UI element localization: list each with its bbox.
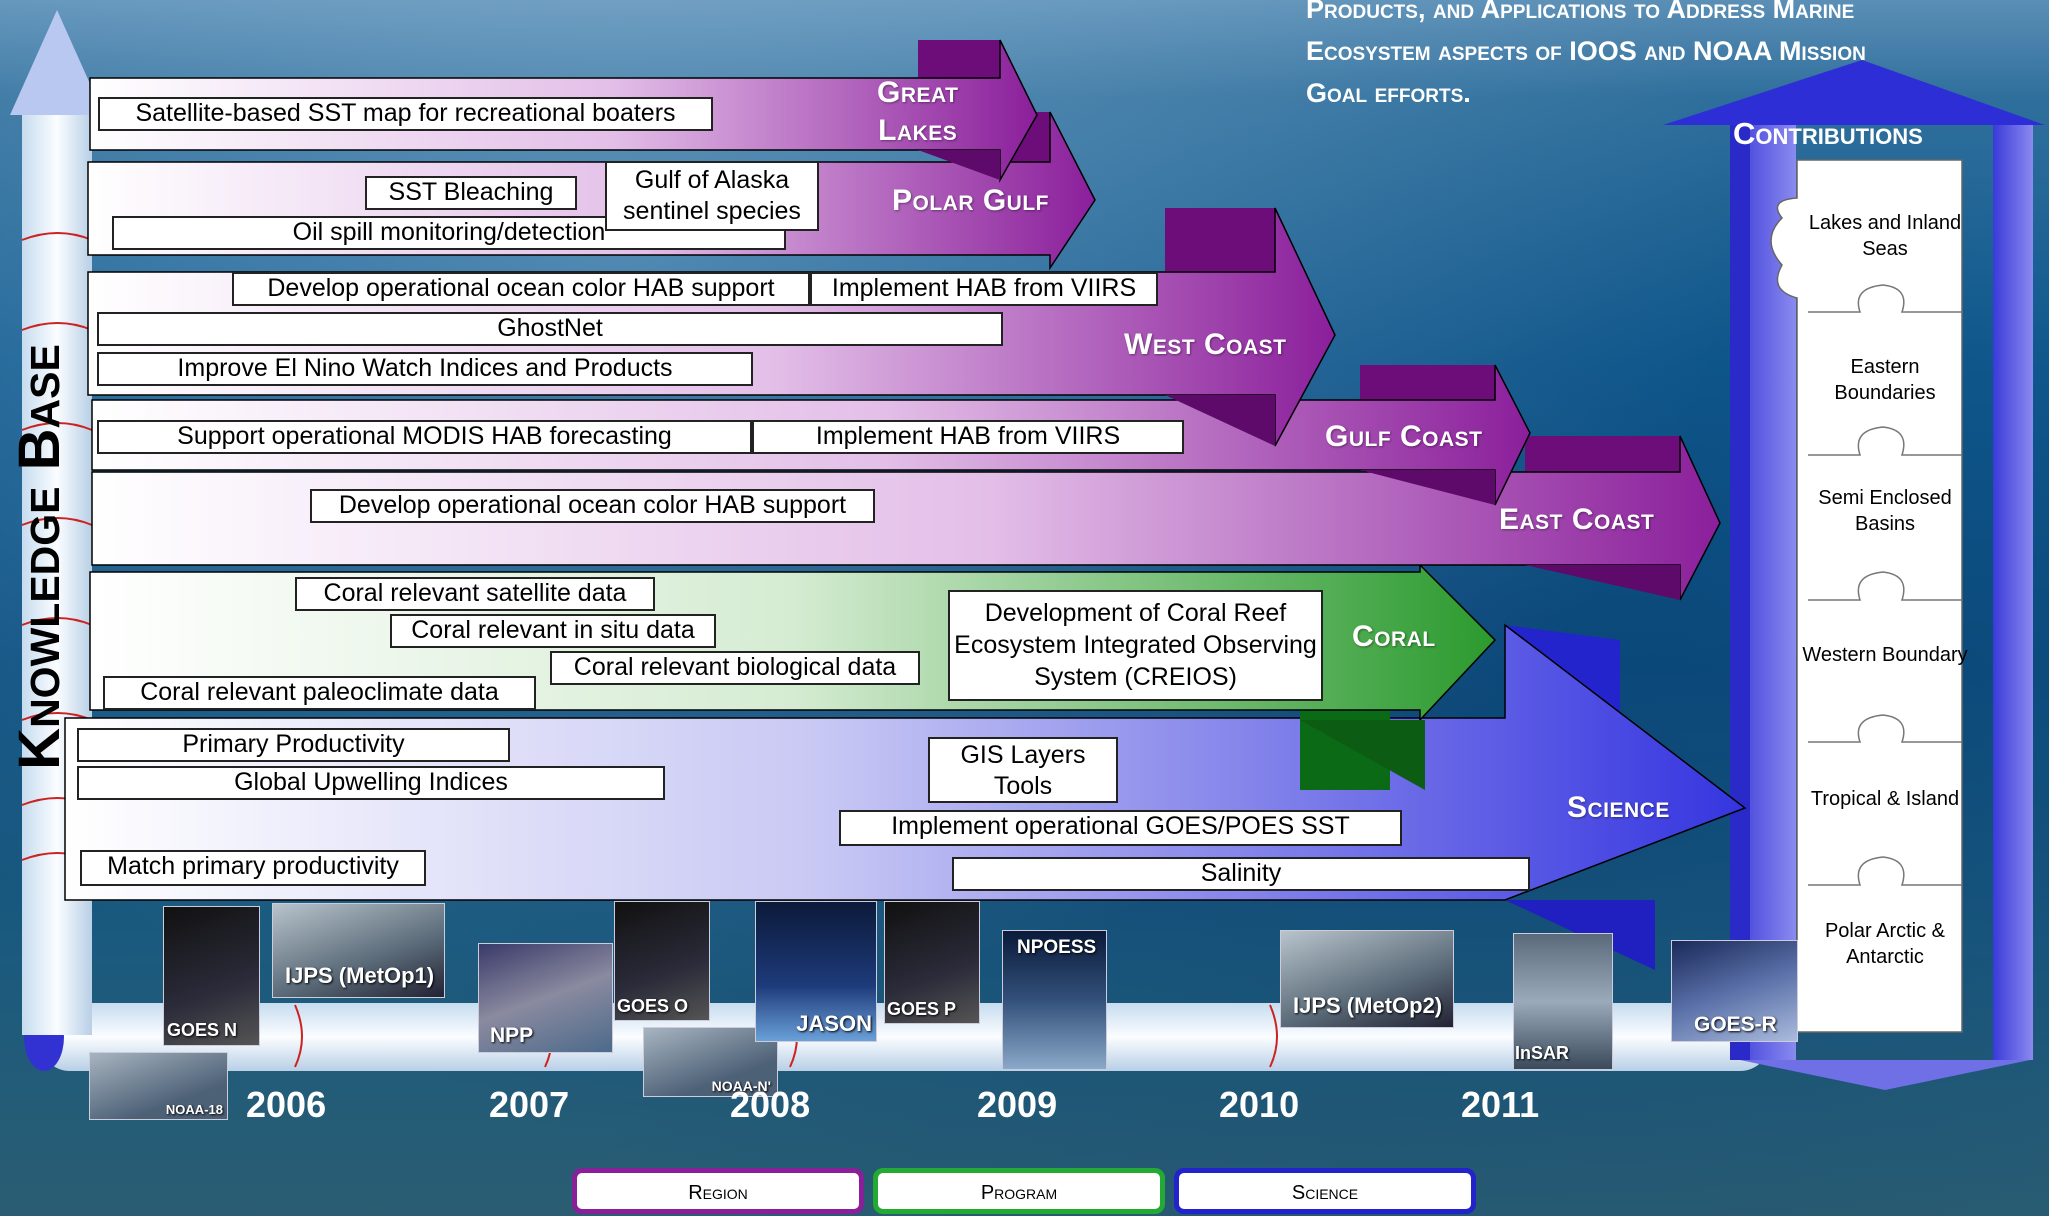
slide-header: Products, and Applications to Address Ma… [1306,0,1866,114]
science-item-goes-poes-sst: Implement operational GOES/POES SST [839,810,1402,846]
satellite-npoess: NPOESS [1002,930,1107,1070]
west-coast-title: West Coast [1124,328,1287,361]
west-coast-item-ocean-color-hab: Develop operational ocean color HAB supp… [232,272,810,306]
polar-gulf-item-sst-bleaching: SST Bleaching [365,176,577,210]
contribution-semi-enclosed: Semi Enclosed Basins [1818,487,1952,535]
satellite-noaa-n-prime-label: NOAA-N' [711,1078,771,1094]
coral-title: Coral [1352,620,1436,653]
contribution-polar: Polar Arctic & Antarctic [1824,920,1946,968]
gulf-coast-title: Gulf Coast [1325,420,1483,453]
contribution-tropical: Tropical & Island [1810,788,1960,810]
coral-item-paleoclimate-data: Coral relevant paleoclimate data [103,676,536,710]
satellite-npp-label: NPP [490,1024,534,1047]
coral-item-creios: Development of Coral Reef Ecosystem Inte… [948,590,1323,701]
satellite-goes-r: GOES-R [1671,940,1798,1042]
satellite-noaa-18: NOAA-18 [89,1052,228,1120]
satellite-goes-n: GOES N [163,906,260,1046]
year-2006: 2006 [246,1084,327,1125]
science-item-upwelling-indices: Global Upwelling Indices [77,766,665,800]
satellite-goes-r-label: GOES-R [1694,1013,1777,1036]
coral-item-satellite-data: Coral relevant satellite data [295,577,655,611]
year-2010: 2010 [1219,1084,1300,1125]
year-2009: 2009 [977,1084,1058,1125]
science-title: Science [1567,791,1670,824]
coral-item-biological-data: Coral relevant biological data [550,651,920,685]
science-item-salinity: Salinity [952,857,1530,891]
satellite-ijps-metop2-label: IJPS (MetOp2) [1293,993,1443,1018]
header-line-2: Ecosystem aspects of IOOS and NOAA Missi… [1306,36,1866,66]
legend-program: Program [873,1168,1165,1214]
great-lakes-title-line-1: Great [877,76,959,109]
great-lakes-title: Great Lakes [877,74,958,150]
satellite-ijps-metop1-label: IJPS (MetOp1) [285,963,435,988]
west-coast-item-ghostnet: GhostNet [97,312,1003,346]
header-line-3: Goal efforts. [1306,78,1471,108]
satellite-ijps-metop2: IJPS (MetOp2) [1280,930,1454,1028]
science-item-gis-layers: GIS Layers Tools [928,737,1118,803]
satellite-goes-o: GOES O [614,901,710,1021]
coral-item-in-situ-data: Coral relevant in situ data [390,614,716,648]
contribution-eastern-boundaries: Eastern Boundaries [1834,356,1936,404]
year-2011: 2011 [1461,1084,1540,1125]
great-lakes-title-line-2: Lakes [878,114,958,147]
gulf-coast-item-modis-hab: Support operational MODIS HAB forecastin… [97,420,752,454]
satellite-jason: JASON [755,901,877,1042]
east-coast-title: East Coast [1499,503,1655,536]
year-2007: 2007 [489,1084,570,1125]
science-item-match-productivity: Match primary productivity [80,850,426,886]
polar-gulf-item-sentinel-species: Gulf of Alaska sentinel species [605,161,819,231]
satellite-goes-n-label: GOES N [167,1020,238,1040]
satellite-jason-label: JASON [796,1011,872,1036]
west-coast-item-hab-viirs: Implement HAB from VIIRS [810,272,1158,306]
science-item-primary-productivity: Primary Productivity [77,728,510,762]
east-coast-item-ocean-color-hab: Develop operational ocean color HAB supp… [310,489,875,523]
year-2008: 2008 [730,1084,811,1125]
satellite-ijps-metop1: IJPS (MetOp1) [272,903,445,998]
header-line-1: Products, and Applications to Address Ma… [1306,0,1855,24]
satellite-goes-p-label: GOES P [887,999,957,1019]
satellite-npp: NPP [478,943,613,1053]
satellite-npoess-label: NPOESS [1017,937,1097,958]
satellite-goes-p: GOES P [884,901,980,1024]
satellite-insar: InSAR [1513,933,1613,1070]
west-coast-item-el-nino: Improve El Nino Watch Indices and Produc… [97,352,753,386]
polar-gulf-title: Polar Gulf [892,184,1049,217]
gulf-coast-item-hab-viirs: Implement HAB from VIIRS [752,420,1184,454]
great-lakes-item: Satellite-based SST map for recreational… [98,97,713,131]
satellite-goes-o-label: GOES O [617,996,689,1016]
satellite-noaa-18-label: NOAA-18 [165,1102,223,1117]
legend-region: Region [572,1168,864,1214]
polar-gulf-item-oil-spill: Oil spill monitoring/detection [112,216,786,250]
legend-science: Science [1174,1168,1476,1214]
contribution-western-boundary: Western Boundary [1802,644,1968,666]
contribution-lakes: Lakes and Inland Seas [1808,212,1962,260]
satellite-insar-label: InSAR [1515,1043,1569,1063]
knowledge-base-label: Knowledge Base [7,344,72,770]
contributions-title: Contributions [1733,116,1923,151]
